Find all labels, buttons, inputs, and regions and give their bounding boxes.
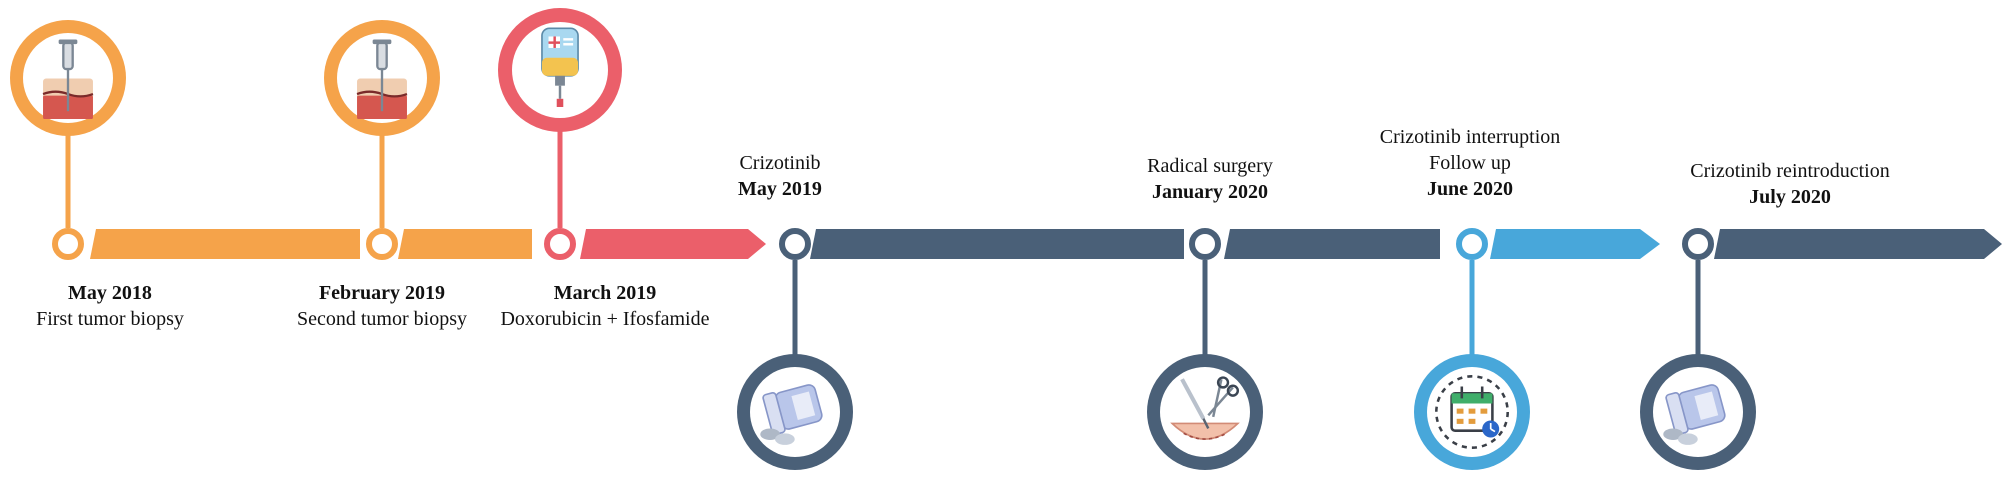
milestone-february-2019 [324,20,440,260]
event-date: January 2020 [1151,181,1269,203]
event-label-march-2019: March 2019 Doxorubicin + Ifosfamide [470,280,740,332]
milestone-march-2019 [498,8,622,260]
milestone-july-2020 [1640,228,1756,470]
event-label-january-2020: Radical surgery January 2020 [1110,153,1310,205]
timeline-arrow-navy-1 [810,229,1184,259]
timeline-arrow-navy-2 [1224,229,1440,259]
milestone-june-2020 [1414,228,1530,470]
event-date: February 2019 [318,282,446,304]
event-description: First tumor biopsy [36,308,184,330]
event-date: July 2020 [1749,186,1831,208]
event-label-june-2020: Crizotinib interruption Follow up June 2… [1340,124,1600,202]
milestone-may-2019 [737,228,853,470]
event-date: May 2019 [738,178,822,200]
event-description-2: Follow up [1429,152,1511,174]
event-date: May 2018 [68,282,152,304]
event-description: Crizotinib [739,152,821,174]
timeline-arrow-red [580,229,766,259]
event-date: June 2020 [1426,178,1514,200]
event-label-may-2018: May 2018 First tumor biopsy [0,280,220,332]
event-label-july-2020: Crizotinib reintroduction July 2020 [1660,158,1920,210]
event-description: Crizotinib interruption [1379,126,1561,148]
event-date: March 2019 [553,282,657,304]
event-description: Radical surgery [1147,155,1273,177]
timeline-arrow-blue [1490,229,1660,259]
timeline-arrow-orange-1 [90,229,360,259]
event-label-may-2019: Crizotinib May 2019 [710,150,850,202]
event-description: Crizotinib reintroduction [1690,160,1890,182]
event-label-february-2019: February 2019 Second tumor biopsy [272,280,492,332]
milestone-may-2018 [10,20,126,260]
timeline-arrow-orange-2 [398,229,532,259]
event-description: Second tumor biopsy [297,308,467,330]
event-description: Doxorubicin + Ifosfamide [500,308,710,330]
timeline-arrow-navy-3 [1714,229,2002,259]
milestone-january-2020 [1147,228,1263,470]
